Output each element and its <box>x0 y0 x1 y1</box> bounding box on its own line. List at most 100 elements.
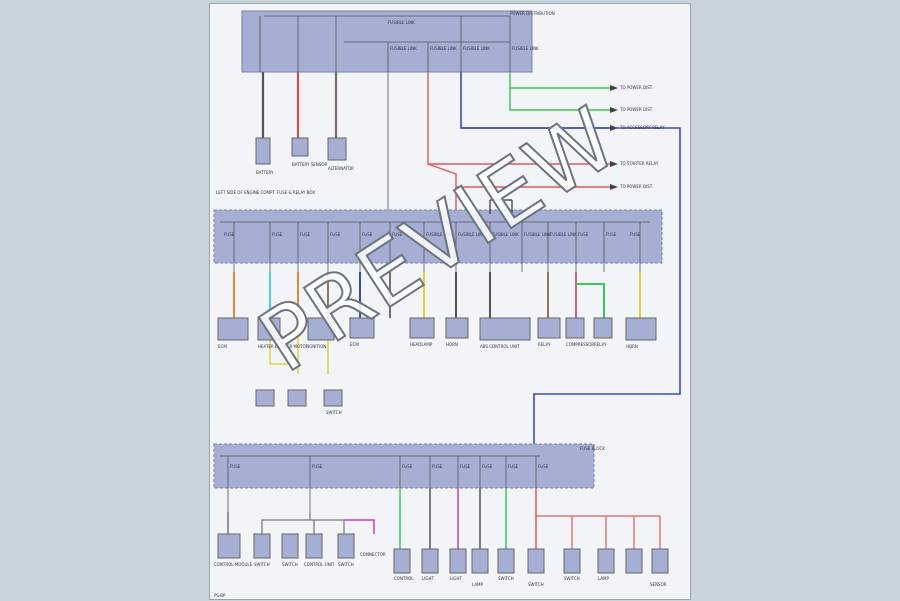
top-fuse-block <box>241 10 533 73</box>
component-label: IGNITION <box>308 344 326 349</box>
top-fuse-label: FUSIBLE LINK <box>463 46 490 51</box>
component-box <box>449 548 467 574</box>
middle-fuse-label: FUSIBLE LINK <box>524 232 551 237</box>
bottom-fuse-block <box>213 443 595 489</box>
alternator-label: ALTERNATOR <box>328 166 354 171</box>
component-label: HEATER BLOWER MOTOR <box>258 344 309 349</box>
component-box <box>651 548 669 574</box>
component-box <box>257 317 281 341</box>
component-box <box>393 548 411 574</box>
component-label: ECM <box>350 342 359 347</box>
middle-fuse-label: FUSE <box>606 232 617 237</box>
component-box <box>307 317 335 341</box>
top-fuse-label: FUSIBLE LINK <box>512 46 539 51</box>
component-box <box>217 317 249 341</box>
middle-fuse-label: FUSE <box>392 232 403 237</box>
component-box <box>409 317 435 339</box>
component-label: SWITCH <box>528 582 544 587</box>
bottom-fuse-label: FUSE <box>482 464 493 469</box>
component-box <box>565 317 585 339</box>
bottom-fuse-label: FUSE <box>508 464 519 469</box>
component-box <box>625 317 657 341</box>
bottom-fuse-label: FUSE <box>402 464 413 469</box>
middle-fuse-label: FUSE <box>330 232 341 237</box>
middle-fuse-label: FUSE <box>224 232 235 237</box>
component-label: LAMP <box>472 582 484 587</box>
component-box <box>281 533 299 559</box>
middle-block-title: LEFT SIDE OF ENGINE COMPT. FUSE & RELAY … <box>216 190 315 195</box>
component-box <box>593 317 613 339</box>
component-box <box>217 533 241 559</box>
wiring-diagram: POWER DISTRIBUTION FUSIBLE LINK FUSIBLE … <box>213 10 681 598</box>
component-box <box>497 548 515 574</box>
component-label: RELAY <box>594 342 607 347</box>
component-box <box>537 317 561 339</box>
bottom-fuse-label: FUSE <box>230 464 241 469</box>
component-label: HORN <box>626 344 638 349</box>
middle-fuse-label: FUSE <box>300 232 311 237</box>
middle-fuse-block <box>213 209 663 264</box>
top-fuse-label: FUSIBLE LINK <box>390 46 417 51</box>
component-label: SWITCH <box>326 410 342 415</box>
top-block-title: POWER DISTRIBUTION <box>510 11 555 16</box>
bottom-block-title: FUSE BLOCK <box>580 446 605 451</box>
connector-label: TO POWER DIST. <box>619 184 653 189</box>
component-label: CONTROL <box>394 576 414 581</box>
component-label: HORN <box>446 342 458 347</box>
right-connectors <box>610 85 618 190</box>
component-label: SWITCH <box>254 562 270 567</box>
component-label: LAMP <box>598 576 610 581</box>
component-box <box>287 389 307 407</box>
middle-fuse-label: FUSE <box>578 232 589 237</box>
component-label: ABS CONTROL UNIT <box>480 344 520 349</box>
middle-fuse-label: FUSE <box>362 232 373 237</box>
connector-label: TO POWER DIST. <box>619 107 653 112</box>
alternator-component <box>327 137 347 161</box>
middle-fuse-label: FUSIBLE LINK <box>426 232 453 237</box>
bottom-fuse-label: FUSE <box>538 464 549 469</box>
component-label: SWITCH <box>564 576 580 581</box>
connector-label: TO STARTER RELAY <box>619 161 659 166</box>
component-label: CONNECTOR <box>360 552 386 557</box>
component-box <box>597 548 615 574</box>
battery-component <box>255 137 271 165</box>
component-box <box>421 548 439 574</box>
component-box <box>445 317 469 339</box>
top-fuse-label: FUSIBLE LINK <box>430 46 457 51</box>
component-label: CONTROL MODULE <box>214 562 253 567</box>
component-box <box>625 548 643 574</box>
component-label: HEADLAMP <box>410 342 433 347</box>
component-label: SWITCH <box>498 576 514 581</box>
component-label: LIGHT <box>422 576 435 581</box>
component-label: RELAY <box>538 342 551 347</box>
battery-sensor-label: BATTERY SENSOR <box>292 162 327 167</box>
connector-label: TO POWER DIST. <box>619 85 653 90</box>
component-label: SENSOR <box>650 582 667 587</box>
middle-fuse-label: FUSIBLE LINK <box>458 232 485 237</box>
component-box <box>305 533 323 559</box>
middle-fuse-label: FUSE <box>630 232 641 237</box>
component-box <box>563 548 581 574</box>
component-box <box>323 389 343 407</box>
component-box <box>527 548 545 574</box>
component-box <box>253 533 271 559</box>
bottom-fuse-label: FUSE <box>312 464 323 469</box>
component-label: CONTROL UNIT <box>304 562 335 567</box>
component-label: SWITCH <box>338 562 354 567</box>
component-label: ECM <box>218 344 227 349</box>
component-box <box>337 533 355 559</box>
component-label: LIGHT <box>450 576 463 581</box>
component-label: COMPRESSOR <box>566 342 594 347</box>
component-box <box>471 548 489 574</box>
middle-fuse-label: FUSE <box>272 232 283 237</box>
connector-label: TO ACCESSORY RELAY <box>619 125 665 130</box>
bottom-fuse-label: FUSE <box>432 464 443 469</box>
middle-fuse-label: FUSIBLE LINK <box>550 232 577 237</box>
diagram-sheet: POWER DISTRIBUTION FUSIBLE LINK FUSIBLE … <box>209 3 691 600</box>
footer-code: PS-BP <box>214 593 226 598</box>
bottom-fuse-label: FUSE <box>460 464 471 469</box>
top-fuse-label: FUSIBLE LINK <box>388 20 415 25</box>
battery-sensor-component <box>291 137 309 157</box>
middle-fuse-label: FUSIBLE LINK <box>492 232 519 237</box>
component-label: SWITCH <box>282 562 298 567</box>
